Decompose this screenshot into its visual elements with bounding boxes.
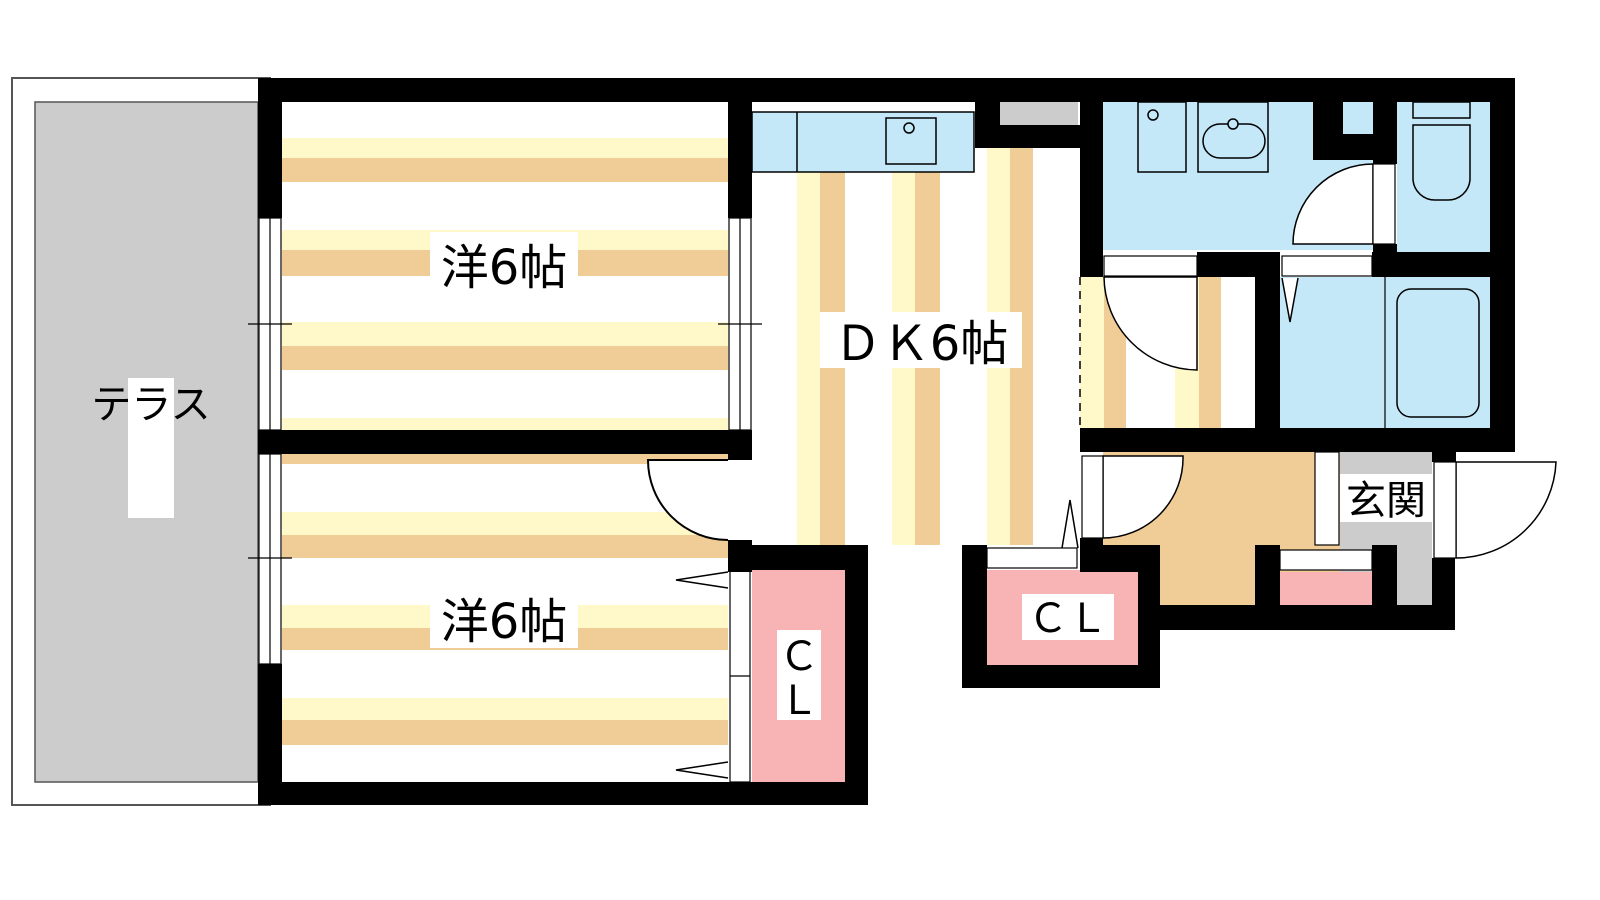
bathtub-icon bbox=[1396, 288, 1480, 418]
front-door bbox=[1455, 461, 1557, 559]
terrace-label: テラス bbox=[91, 382, 210, 428]
toilet bbox=[1397, 101, 1490, 252]
closet-middle: ＣＬ bbox=[986, 547, 1138, 665]
closet-left: Ｃ Ｌ bbox=[729, 569, 845, 783]
terrace: テラス bbox=[11, 77, 271, 806]
closet-left-label-2: Ｌ bbox=[779, 678, 819, 724]
door-swing bbox=[646, 459, 729, 541]
sink-icon bbox=[885, 117, 937, 165]
bathroom bbox=[1280, 255, 1490, 428]
dk-label: ＤＫ6帖 bbox=[834, 316, 1009, 372]
walls bbox=[258, 78, 1515, 805]
bedroom-top: 洋6帖 bbox=[282, 102, 728, 430]
entrance-label: 玄関 bbox=[1346, 478, 1426, 524]
dining-kitchen: ＤＫ6帖 bbox=[751, 102, 1080, 549]
washroom bbox=[1103, 101, 1396, 250]
closet-left-label-1: Ｃ bbox=[779, 634, 819, 680]
closet-middle-label: ＣＬ bbox=[1028, 596, 1108, 642]
bedroom-bottom-label: 洋6帖 bbox=[441, 594, 568, 650]
door-swing bbox=[1103, 276, 1198, 371]
storage-nook bbox=[1079, 255, 1255, 428]
bedroom-top-label: 洋6帖 bbox=[441, 240, 568, 296]
door-swing bbox=[1292, 163, 1374, 245]
door-swing bbox=[1102, 455, 1184, 539]
kitchen-counter bbox=[751, 111, 975, 173]
bedroom-bottom: 洋6帖 bbox=[282, 454, 729, 782]
